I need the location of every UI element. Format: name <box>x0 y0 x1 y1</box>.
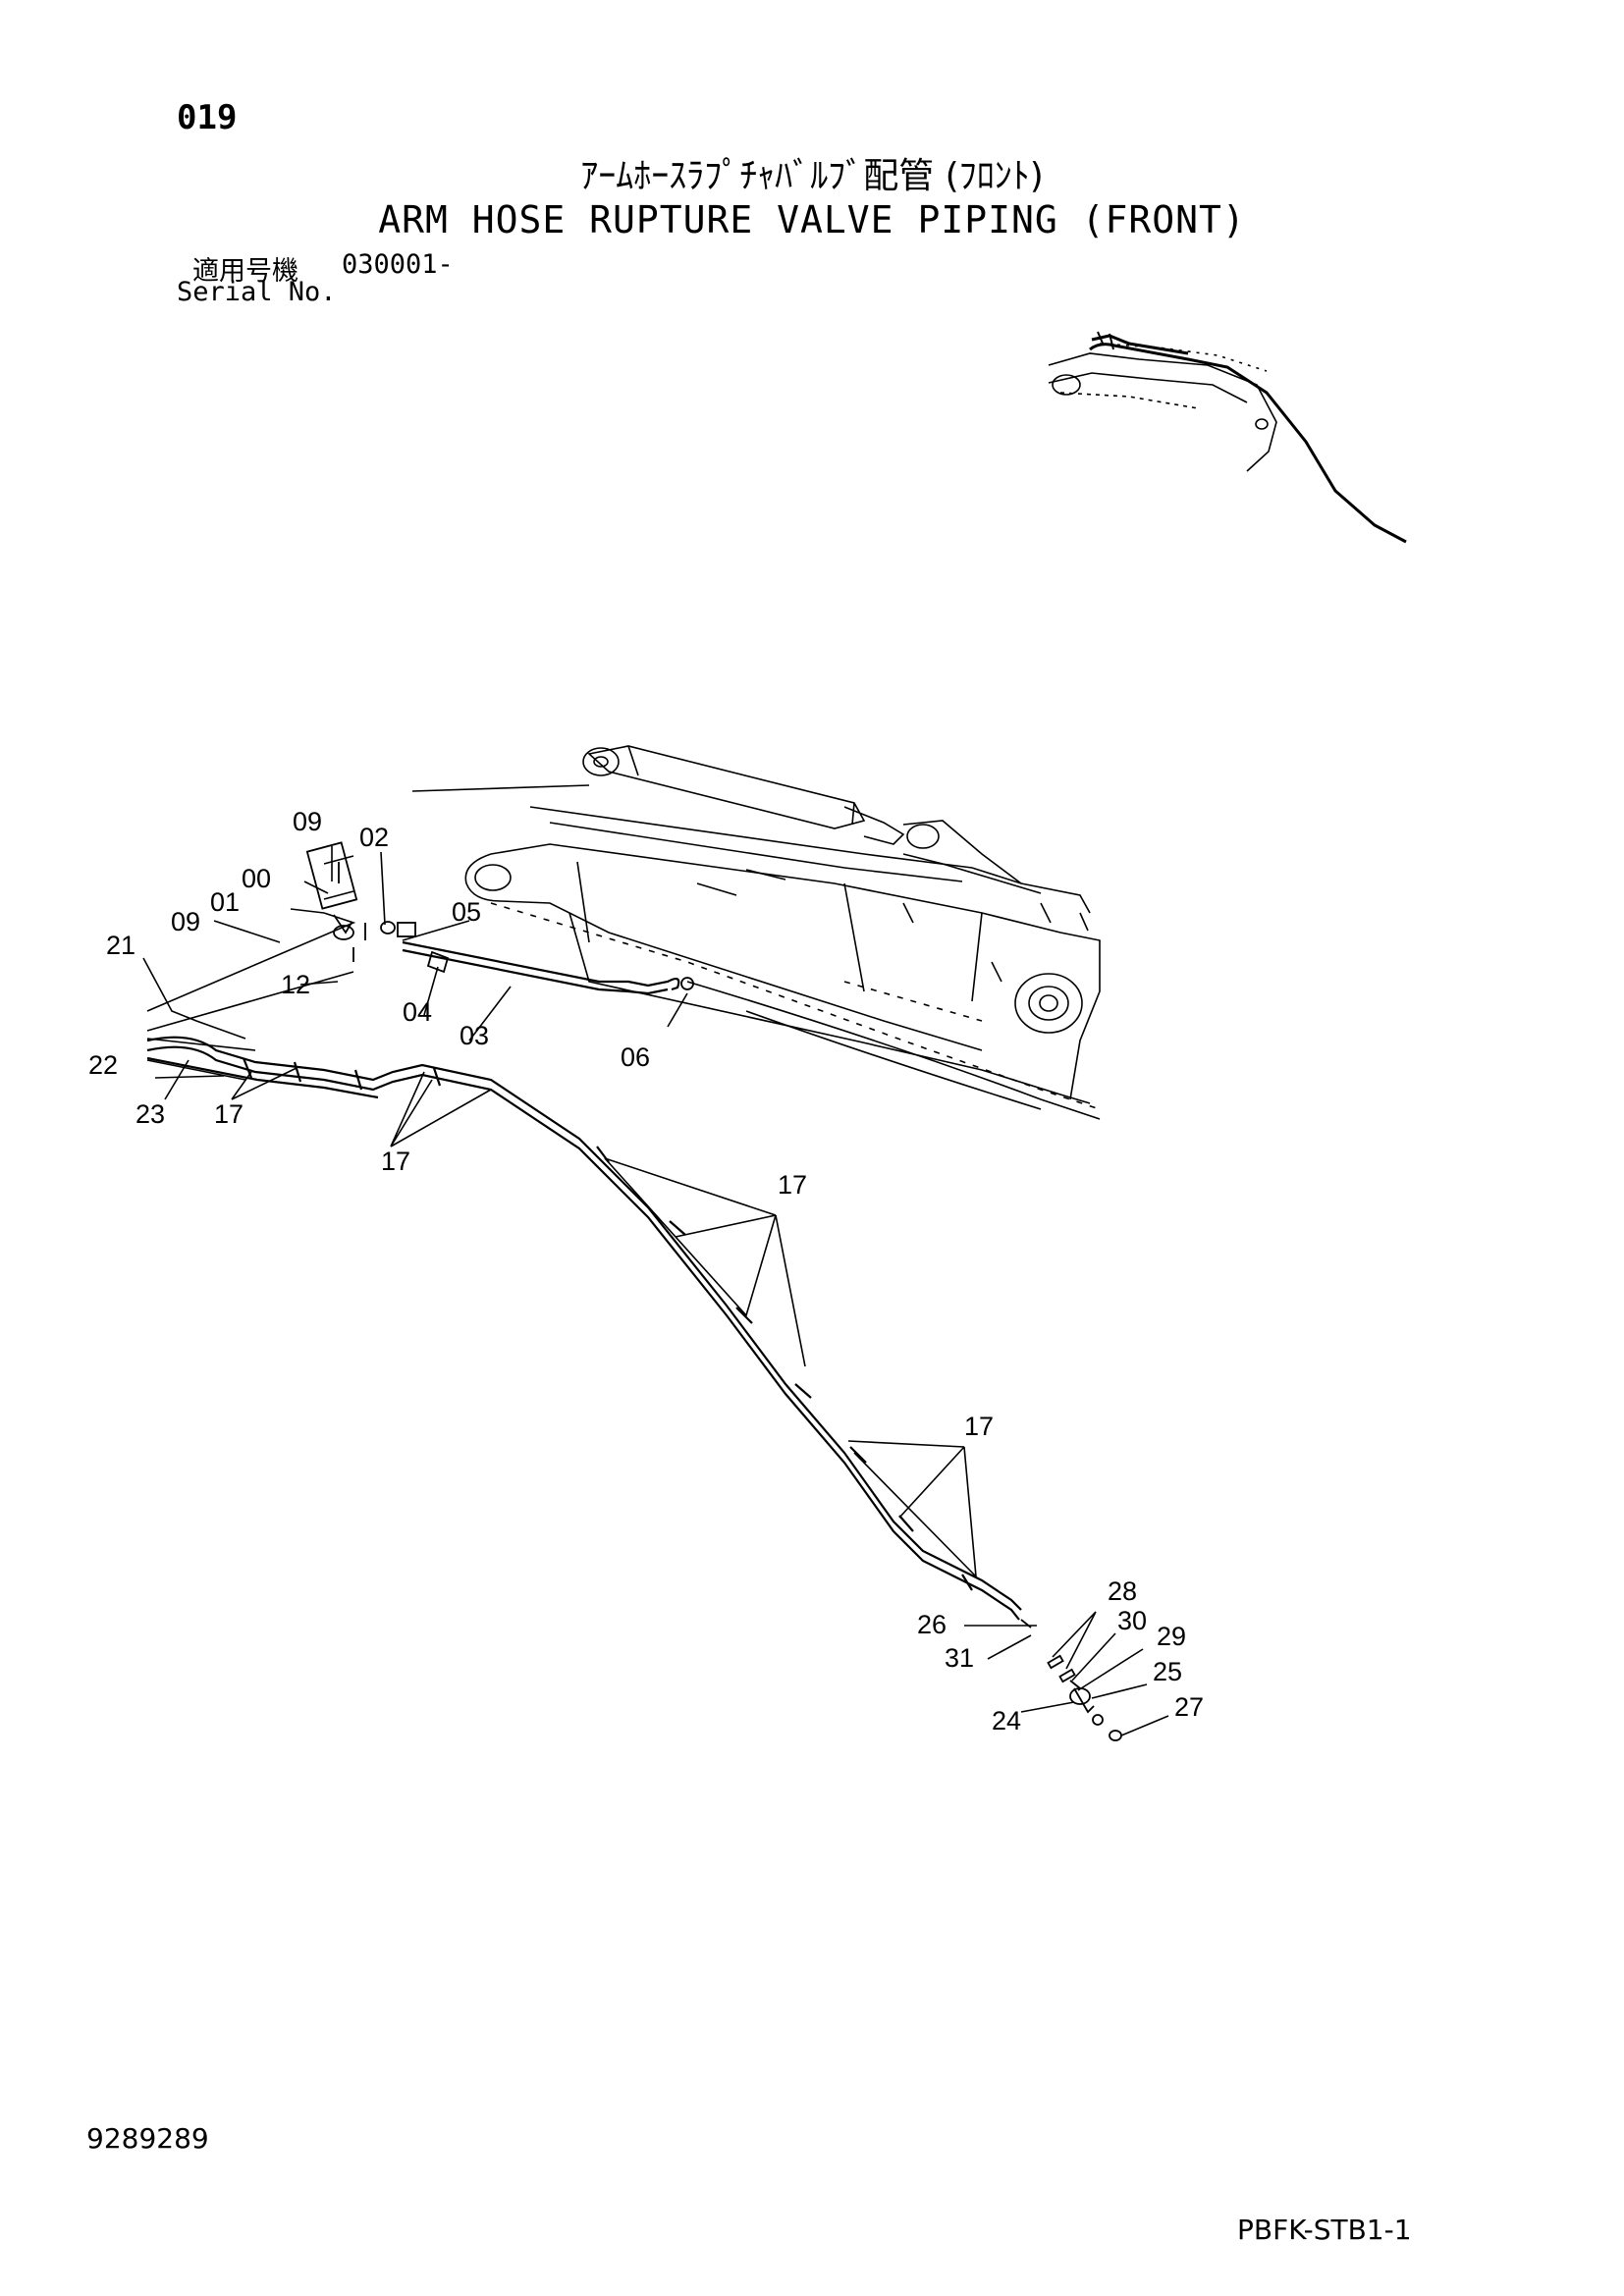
title-japanese: ｱｰﾑﾎｰｽﾗﾌﾟﾁｬﾊﾞﾙﾌﾞ配管 (ﾌﾛﾝﾄ) <box>580 156 1044 196</box>
page-number: 019 <box>177 98 238 137</box>
serial-value: 030001- <box>342 249 454 280</box>
callout-31: 31 <box>945 1643 974 1673</box>
serial-label-japanese: 適用号機 <box>192 256 298 287</box>
serial-label-english: Serial No. <box>177 277 337 307</box>
callout-02: 02 <box>359 823 389 852</box>
callout-24: 24 <box>992 1706 1021 1735</box>
callout-00: 00 <box>242 864 271 893</box>
callout-25: 25 <box>1153 1657 1182 1686</box>
callout-12: 12 <box>281 970 310 999</box>
callout-23: 23 <box>135 1099 165 1129</box>
callout-03: 03 <box>460 1021 489 1050</box>
callout-21: 21 <box>106 931 135 960</box>
callout-17-c: 17 <box>778 1170 807 1200</box>
callout-17-a: 17 <box>214 1099 244 1129</box>
arm-structure <box>411 745 1101 1120</box>
callout-06: 06 <box>621 1042 650 1072</box>
callout-27: 27 <box>1174 1692 1204 1722</box>
callout-28: 28 <box>1108 1576 1137 1606</box>
hose-route <box>146 940 1022 1621</box>
callout-04: 04 <box>403 997 432 1027</box>
callout-29: 29 <box>1157 1622 1186 1651</box>
callout-09-left: 09 <box>171 907 200 936</box>
callout-17-b: 17 <box>381 1147 410 1176</box>
callout-30: 30 <box>1117 1606 1147 1635</box>
callout-01: 01 <box>210 887 240 917</box>
callout-22: 22 <box>88 1050 118 1080</box>
callout-17-d: 17 <box>964 1412 994 1441</box>
inset-overview <box>1048 331 1407 544</box>
callout-26: 26 <box>917 1610 947 1639</box>
callout-05: 05 <box>452 897 481 927</box>
callout-09-top: 09 <box>293 807 322 836</box>
page-code: PBFK-STB1-1 <box>1237 2214 1412 2246</box>
title-english: ARM HOSE RUPTURE VALVE PIPING (FRONT) <box>378 198 1246 241</box>
leader-lines <box>142 846 1169 1736</box>
document-id: 9289289 <box>86 2122 209 2155</box>
valve-assembly <box>305 841 694 990</box>
